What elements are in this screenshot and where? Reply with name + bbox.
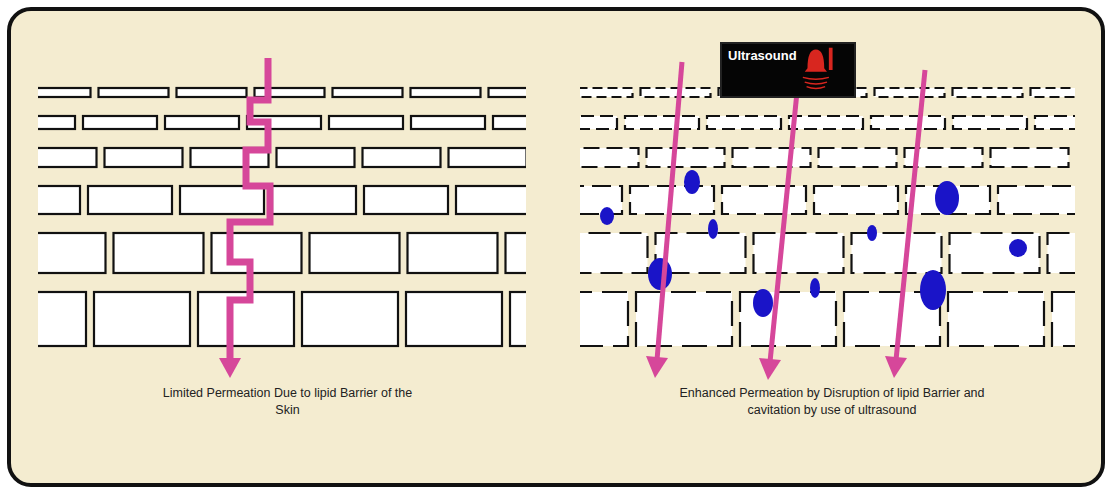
skin-cell-brick — [707, 116, 781, 129]
bubble — [684, 170, 700, 194]
skin-cell-brick — [875, 88, 945, 97]
permeation-path — [219, 58, 270, 378]
skin-cell-brick — [363, 148, 441, 167]
skin-cell-brick — [580, 116, 617, 129]
skin-cell-brick — [998, 186, 1075, 214]
skin-cell-brick — [449, 148, 527, 167]
skin-cell-brick — [456, 186, 526, 214]
arrow-head — [219, 358, 241, 378]
skin-cell-brick — [38, 233, 106, 273]
skin-cell-brick — [722, 186, 806, 214]
skin-cell-brick — [408, 233, 498, 273]
skin-cell-brick — [38, 88, 91, 97]
skin-cell-brick — [510, 292, 526, 346]
skin-cell-brick — [411, 88, 481, 97]
bubble — [920, 270, 946, 310]
disrupted-skin-layers — [580, 88, 1075, 346]
straight-arrow — [657, 62, 682, 360]
skin-cell-brick — [38, 292, 86, 346]
bubble — [935, 181, 959, 215]
skin-cell-brick — [272, 186, 356, 214]
arrow-head — [759, 358, 781, 380]
skin-cell-brick — [489, 88, 527, 97]
skin-cell-brick — [411, 116, 485, 129]
skin-cell-brick — [38, 186, 80, 214]
bell-handle — [829, 48, 833, 70]
skin-cell-brick — [636, 292, 732, 346]
skin-cell-brick — [99, 88, 169, 97]
bell-body — [805, 50, 827, 72]
panel-caption: Enhanced Permeation by Disruption of lip… — [672, 385, 992, 419]
skin-cell-brick — [38, 116, 75, 129]
skin-cell-brick — [641, 88, 711, 97]
skin-cell-brick — [177, 88, 247, 97]
skin-cell-brick — [310, 233, 400, 273]
skin-cell-brick — [948, 292, 1044, 346]
skin-cell-brick — [406, 292, 502, 346]
skin-cell-brick — [38, 148, 97, 167]
skin-cell-brick — [165, 116, 239, 129]
skin-cell-brick — [506, 233, 527, 273]
skin-cell-brick — [991, 148, 1069, 167]
skin-cell-brick — [625, 116, 699, 129]
sound-wave — [803, 77, 829, 79]
skin-cell-brick — [88, 186, 172, 214]
skin-cell-brick — [871, 116, 945, 129]
panel-frame — [9, 9, 1103, 485]
skin-cell-brick — [105, 148, 183, 167]
skin-cell-brick — [1052, 292, 1075, 346]
skin-cell-brick — [580, 186, 622, 214]
skin-cell-brick — [580, 292, 628, 346]
bubble — [1009, 239, 1027, 257]
skin-cell-brick — [852, 233, 942, 273]
skin-cell-brick — [180, 186, 264, 214]
enhanced-permeation-arrows — [646, 62, 925, 380]
skin-cell-brick — [819, 148, 897, 167]
skin-cell-brick — [733, 148, 811, 167]
skin-cell-brick — [493, 116, 526, 129]
skin-cell-brick — [950, 233, 1040, 273]
skin-cell-brick — [580, 88, 633, 97]
skin-cell-brick — [953, 116, 1027, 129]
bubble — [600, 207, 614, 225]
skin-cell-brick — [277, 148, 355, 167]
sound-wave — [807, 87, 826, 89]
zigzag-arrow — [230, 58, 270, 362]
skin-cell-brick — [1035, 116, 1075, 129]
bubble — [648, 258, 672, 290]
ultrasound-source-box: Ultrasound — [720, 42, 856, 98]
bubble — [867, 225, 877, 241]
sound-wave — [805, 82, 827, 84]
skin-cell-brick — [1031, 88, 1076, 97]
intact-skin-layers — [38, 88, 526, 346]
skin-cell-brick — [814, 186, 898, 214]
arrow-head — [646, 356, 668, 378]
skin-cell-brick — [580, 148, 639, 167]
arrow-head — [885, 356, 907, 378]
skin-cell-brick — [789, 116, 863, 129]
skin-cell-brick — [1048, 233, 1076, 273]
skin-cell-brick — [647, 148, 725, 167]
skin-cell-brick — [114, 233, 204, 273]
skin-cell-brick — [94, 292, 190, 346]
bubble — [810, 278, 820, 298]
skin-cell-brick — [953, 88, 1023, 97]
node-label: Ultrasound — [728, 48, 797, 63]
skin-cell-brick — [333, 88, 403, 97]
skin-cell-brick — [302, 292, 398, 346]
skin-cell-brick — [754, 233, 844, 273]
skin-cell-brick — [329, 116, 403, 129]
panel-caption: Limited Permeation Due to lipid Barrier … — [160, 385, 415, 419]
bubble — [753, 289, 773, 317]
skin-cell-brick — [580, 233, 648, 273]
straight-arrow — [896, 70, 925, 360]
skin-cell-brick — [83, 116, 157, 129]
skin-cell-brick — [212, 233, 302, 273]
bubble — [708, 219, 718, 239]
skin-cell-brick — [364, 186, 448, 214]
straight-arrow — [770, 62, 800, 362]
